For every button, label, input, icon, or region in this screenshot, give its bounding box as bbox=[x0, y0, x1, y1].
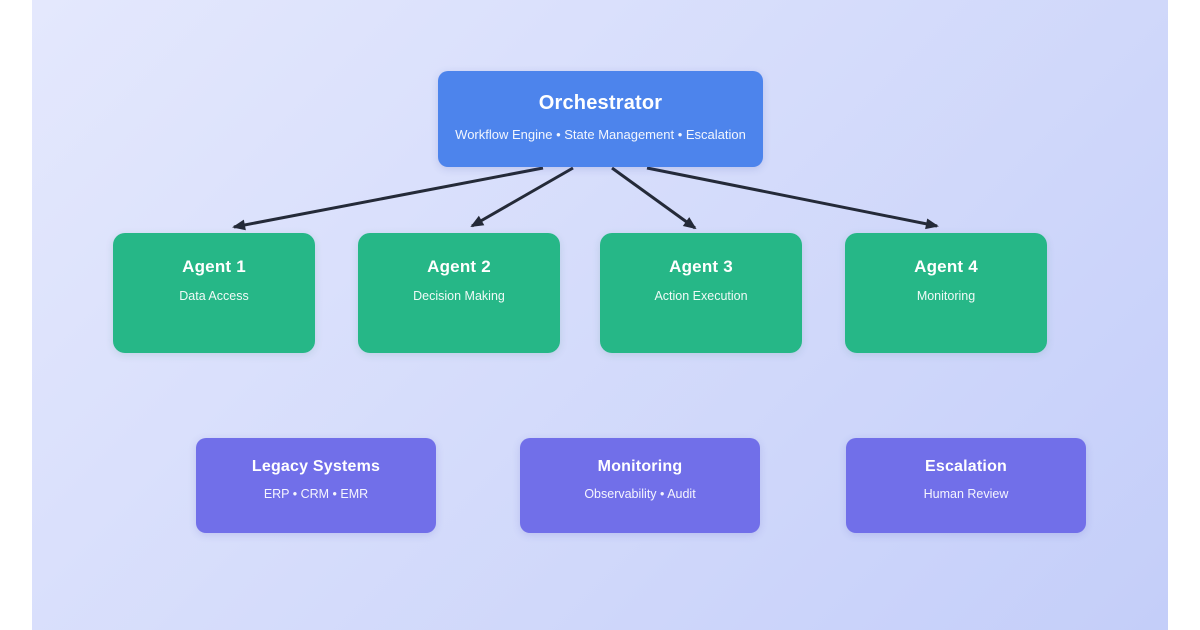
monitoring-subtitle: Observability • Audit bbox=[584, 487, 696, 501]
orchestrator-title: Orchestrator bbox=[538, 92, 663, 114]
agent-2-node: Agent 2 Decision Making bbox=[358, 233, 560, 353]
escalation-node: Escalation Human Review bbox=[846, 438, 1086, 533]
agent-2-title: Agent 2 bbox=[427, 257, 491, 276]
agent-1-title: Agent 1 bbox=[182, 257, 246, 276]
orchestrator-node: Orchestrator Workflow Engine • State Man… bbox=[438, 71, 763, 167]
monitoring-node: Monitoring Observability • Audit bbox=[520, 438, 760, 533]
agent-3-node: Agent 3 Action Execution bbox=[600, 233, 802, 353]
legacy-systems-title: Legacy Systems bbox=[251, 458, 381, 475]
agent-4-subtitle: Monitoring bbox=[916, 289, 976, 303]
legacy-systems-node: Legacy Systems ERP • CRM • EMR bbox=[196, 438, 436, 533]
agent-4-node: Agent 4 Monitoring bbox=[845, 233, 1047, 353]
agent-1-node: Agent 1 Data Access bbox=[113, 233, 315, 353]
agent-3-subtitle: Action Execution bbox=[654, 289, 748, 303]
monitoring-title: Monitoring bbox=[597, 458, 683, 475]
escalation-subtitle: Human Review bbox=[923, 487, 1009, 501]
agent-4-title: Agent 4 bbox=[914, 257, 978, 276]
agent-3-title: Agent 3 bbox=[669, 257, 733, 276]
legacy-systems-subtitle: ERP • CRM • EMR bbox=[263, 487, 369, 501]
orchestrator-subtitle: Workflow Engine • State Management • Esc… bbox=[455, 127, 746, 142]
agent-1-subtitle: Data Access bbox=[179, 289, 249, 303]
escalation-title: Escalation bbox=[924, 458, 1008, 475]
agent-2-subtitle: Decision Making bbox=[413, 289, 505, 303]
